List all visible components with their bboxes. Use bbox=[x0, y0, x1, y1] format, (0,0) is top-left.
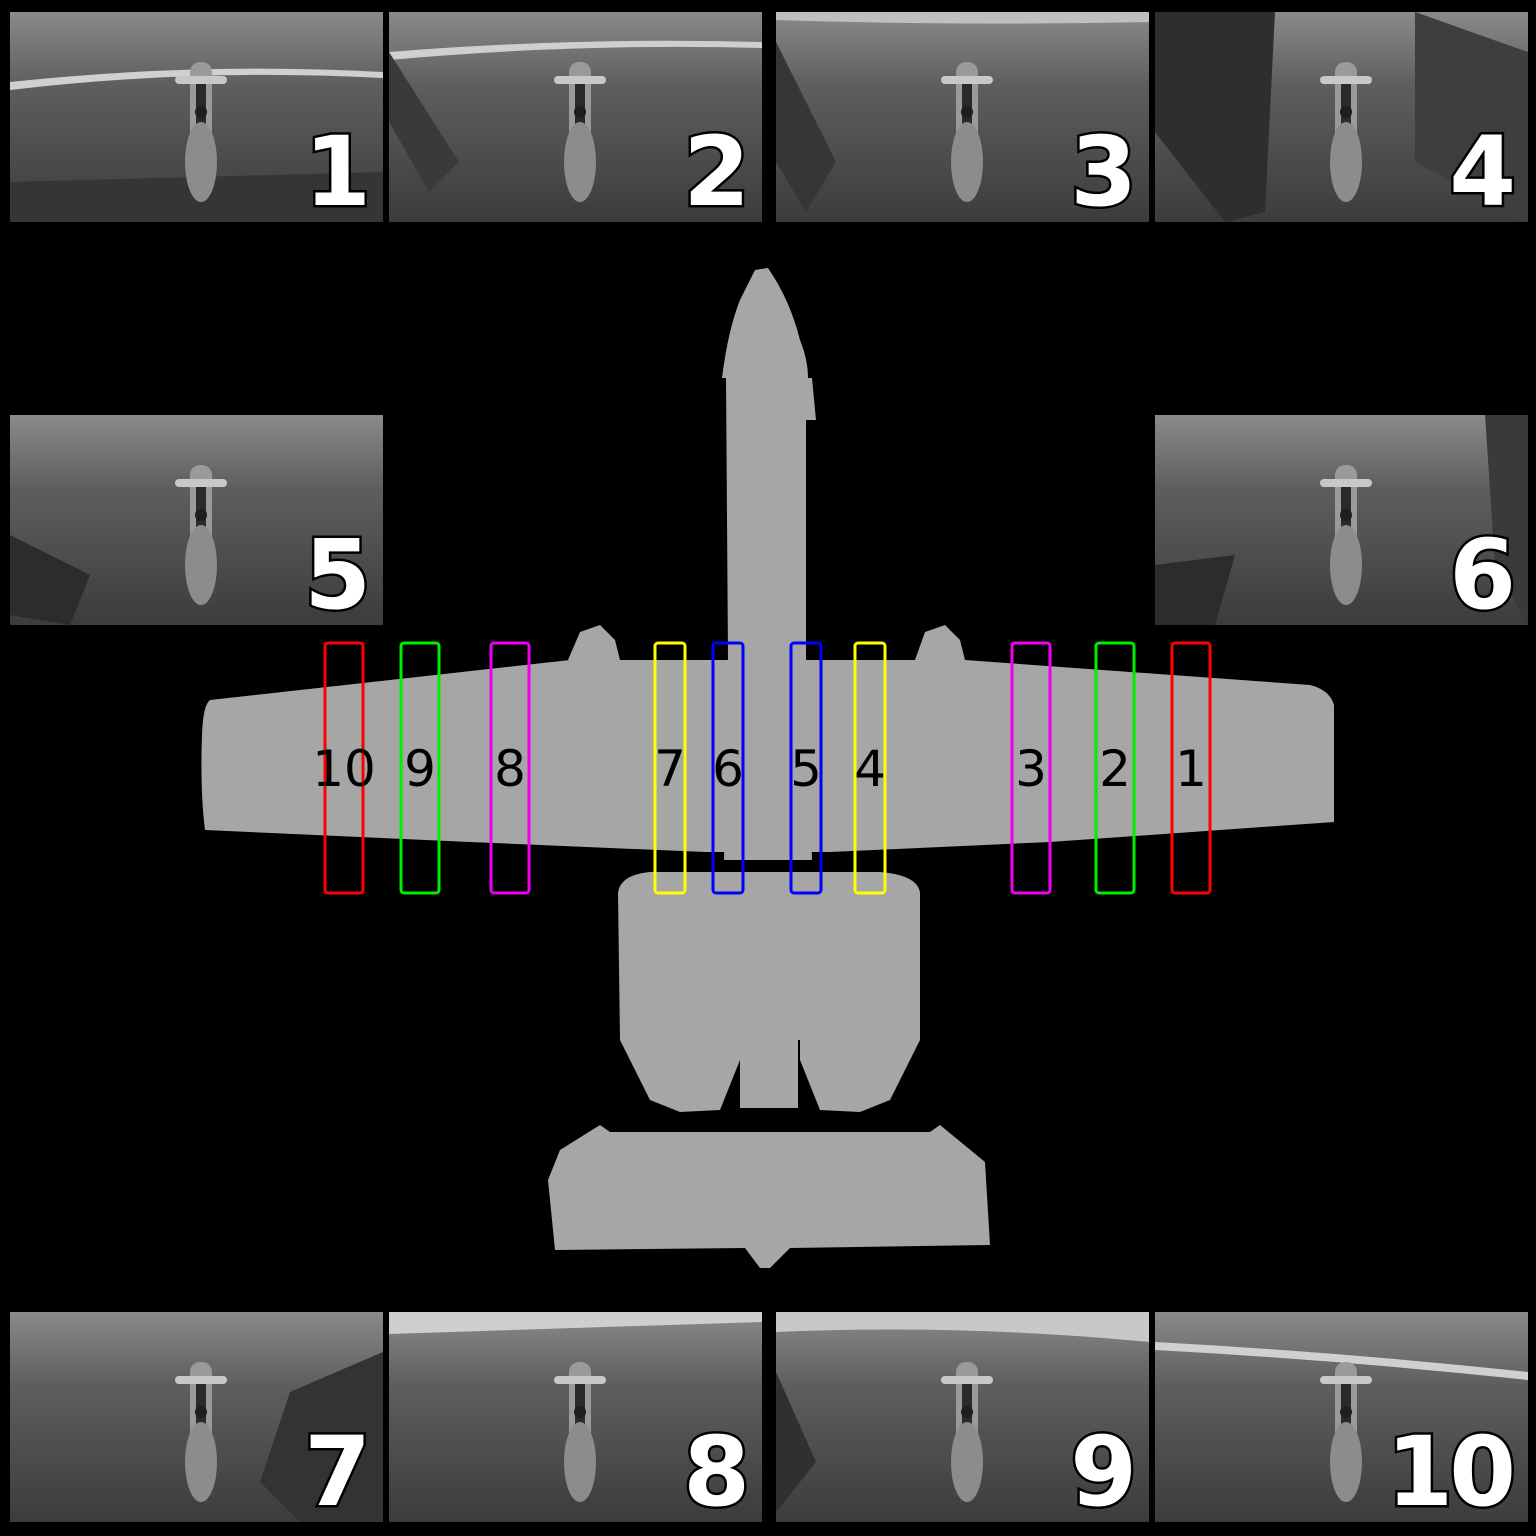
panel-number: 2 bbox=[683, 124, 746, 220]
panel-number: 10 bbox=[1386, 1424, 1512, 1520]
panel-number: 7 bbox=[304, 1424, 367, 1520]
station-box bbox=[325, 643, 363, 893]
station-5: 5 bbox=[790, 643, 822, 893]
station-box bbox=[491, 643, 529, 893]
panel-number: 8 bbox=[683, 1424, 746, 1520]
station-photo-9: 9 bbox=[776, 1312, 1149, 1522]
station-label: 6 bbox=[712, 740, 744, 798]
station-photo-8: 8 bbox=[389, 1312, 762, 1522]
station-photo-10: 10 bbox=[1155, 1312, 1528, 1522]
station-label: 5 bbox=[790, 740, 822, 798]
station-label: 7 bbox=[654, 740, 686, 798]
station-photo-1: 1 bbox=[10, 12, 383, 222]
station-box bbox=[1012, 643, 1050, 893]
station-label: 3 bbox=[1015, 740, 1047, 798]
station-photo-2: 2 bbox=[389, 12, 762, 222]
station-3: 3 bbox=[1012, 643, 1050, 893]
station-7: 7 bbox=[654, 643, 686, 893]
station-photo-7: 7 bbox=[10, 1312, 383, 1522]
station-label: 1 bbox=[1175, 740, 1207, 798]
station-10: 10 bbox=[312, 643, 376, 893]
panel-number: 1 bbox=[304, 124, 367, 220]
station-box bbox=[1172, 643, 1210, 893]
station-photo-4: 4 bbox=[1155, 12, 1528, 222]
station-box bbox=[1096, 643, 1134, 893]
station-label: 9 bbox=[404, 740, 436, 798]
station-photo-5: 5 bbox=[10, 415, 383, 625]
station-box bbox=[791, 643, 821, 893]
panel-number: 6 bbox=[1449, 527, 1512, 623]
station-label: 2 bbox=[1099, 740, 1131, 798]
station-9: 9 bbox=[401, 643, 439, 893]
station-box bbox=[713, 643, 743, 893]
station-box bbox=[855, 643, 885, 893]
panel-number: 3 bbox=[1070, 124, 1133, 220]
station-label: 4 bbox=[854, 740, 886, 798]
panel-number: 5 bbox=[304, 527, 367, 623]
station-8: 8 bbox=[491, 643, 529, 893]
station-box bbox=[655, 643, 685, 893]
station-2: 2 bbox=[1096, 643, 1134, 893]
station-box bbox=[401, 643, 439, 893]
station-1: 1 bbox=[1172, 643, 1210, 893]
panel-number: 9 bbox=[1070, 1424, 1133, 1520]
station-label: 8 bbox=[494, 740, 526, 798]
station-photo-6: 6 bbox=[1155, 415, 1528, 625]
station-photo-3: 3 bbox=[776, 12, 1149, 222]
station-4: 4 bbox=[854, 643, 886, 893]
station-6: 6 bbox=[712, 643, 744, 893]
panel-number: 4 bbox=[1449, 124, 1512, 220]
station-label: 10 bbox=[312, 740, 376, 798]
